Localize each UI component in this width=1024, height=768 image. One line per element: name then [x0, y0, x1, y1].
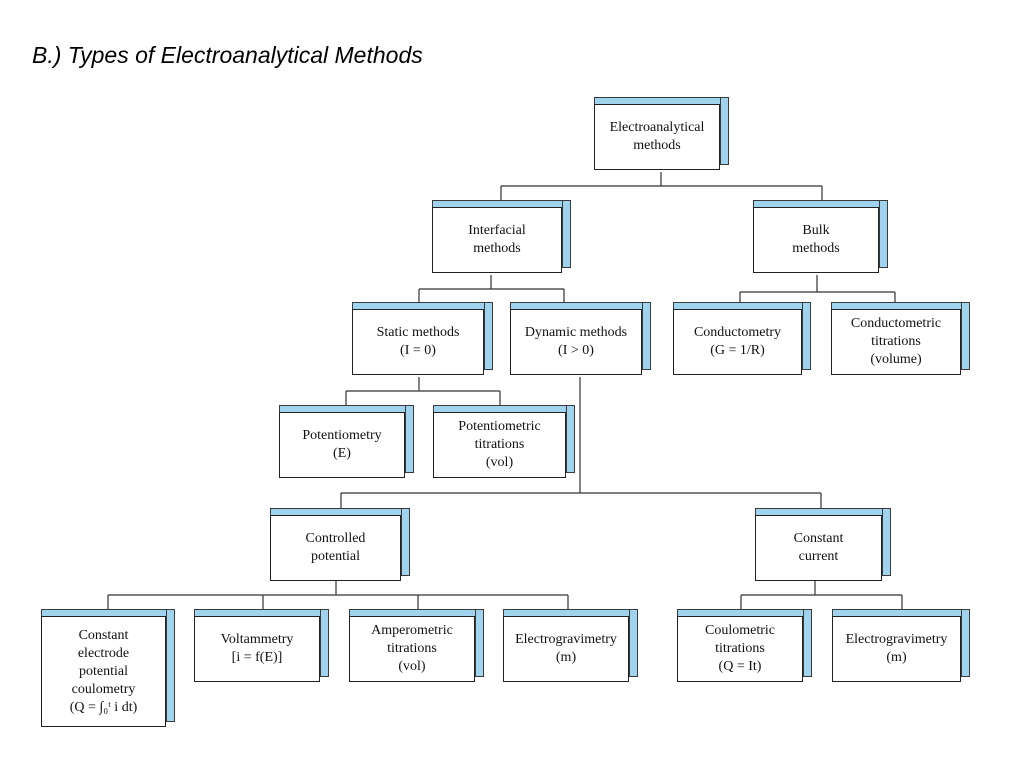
edge-dynamic [340, 377, 822, 508]
node-potentiometry: Potentiometry(E) [279, 405, 414, 481]
edge-bulk [739, 275, 896, 303]
edge-root [500, 172, 823, 200]
node-electrogravimetry-controlled: Electrogravimetry(m) [503, 609, 638, 685]
edge-constant-current [740, 581, 903, 610]
node-electrogravimetry-constant: Electrogravimetry(m) [832, 609, 970, 685]
slide-title: B.) Types of Electroanalytical Methods [32, 42, 423, 68]
node-dynamic-methods: Dynamic methods(I > 0) [510, 302, 651, 378]
node-static-methods: Static methods(I = 0) [352, 302, 493, 378]
node-conductometry: Conductometry(G = 1/R) [673, 302, 811, 378]
edge-interfacial [418, 275, 565, 303]
edge-controlled [107, 581, 569, 610]
edge-static [345, 377, 501, 405]
node-voltammetry: Voltammetry[i = f(E)] [194, 609, 329, 685]
